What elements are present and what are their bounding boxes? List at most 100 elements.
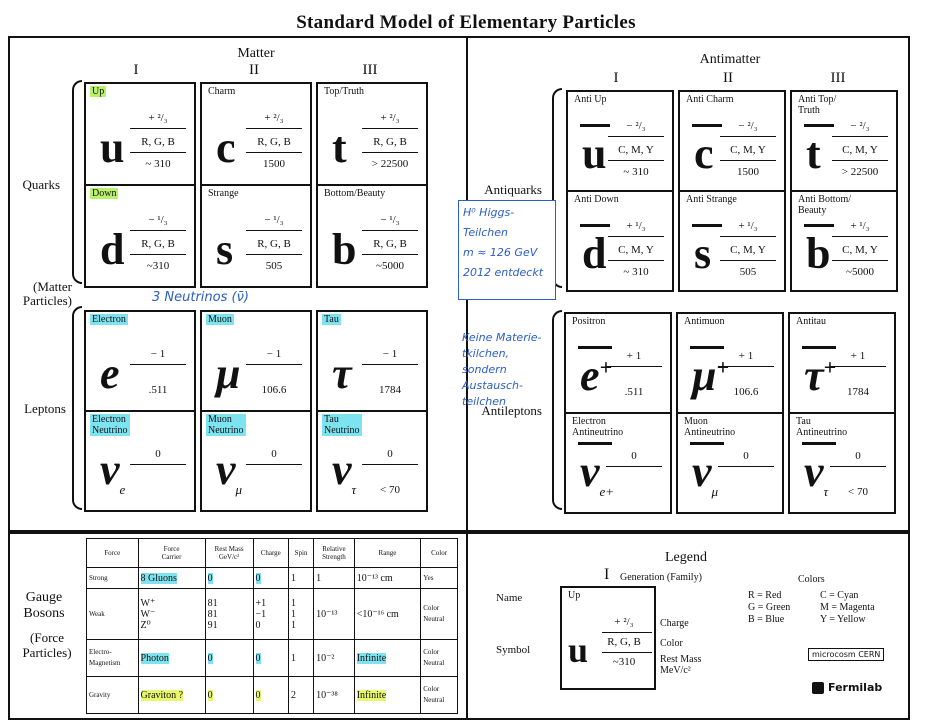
- particle-charge: + ²/₃: [264, 112, 284, 124]
- gauge-cell: Electro- Magnetism: [86, 639, 139, 677]
- antileptons-brace: [552, 310, 562, 510]
- gauge-cell: 10⁻²: [313, 639, 355, 677]
- particle-charge: + ²/₃: [148, 112, 168, 124]
- divider-line: [130, 128, 186, 129]
- handwritten-higgs-box: H⁰ Higgs- Teilchen m ≈ 126 GeV 2012 entd…: [458, 200, 556, 300]
- divider-line: [246, 152, 302, 153]
- divider-line: [362, 364, 418, 365]
- gauge-cell: 10⁻³⁸: [313, 676, 355, 714]
- particle-symbol: τ: [332, 349, 352, 398]
- particle-symbol: t: [332, 123, 347, 172]
- antiparticle-bar: [802, 346, 836, 349]
- divider-line: [720, 236, 776, 237]
- gauge-header-cell: Charge: [252, 538, 289, 568]
- divider-line: [362, 152, 418, 153]
- gauge-cell: W⁺ W⁻ Z⁰: [137, 588, 206, 640]
- gauge-header-cell: Range: [353, 538, 422, 568]
- particle-name: Top/Truth: [324, 86, 365, 97]
- particle-mass: < 70: [848, 486, 868, 498]
- particle-symbol: t: [804, 124, 834, 176]
- particle-mass: 505: [739, 266, 757, 278]
- gauge-cell: 1: [287, 639, 315, 677]
- gauge-cell: 0: [252, 676, 289, 714]
- particle-mass: 1500: [263, 158, 285, 170]
- gauge-cell: 0: [252, 567, 289, 589]
- particle-charge: + 1: [626, 350, 642, 362]
- gauge-cell: 0: [204, 639, 254, 677]
- color-r: R = Red: [748, 590, 782, 601]
- gauge-cell: Strong: [86, 567, 139, 589]
- divider-line: [130, 152, 186, 153]
- matter-gen-2: II: [249, 62, 259, 78]
- particle-symbol: s: [216, 225, 234, 274]
- particle-name: Muon: [206, 314, 234, 325]
- quarks-label: Quarks: [22, 177, 60, 192]
- particle-symbol: τ+: [802, 346, 836, 398]
- divider-line: [830, 366, 886, 367]
- legend-color-label: Color: [660, 638, 683, 649]
- particle-charge: + ¹/₃: [738, 220, 758, 232]
- particle-color: C, M, Y: [730, 144, 766, 156]
- particle-mass: > 22500: [371, 158, 409, 170]
- particle-symbol: s: [692, 224, 722, 276]
- particle-charge: 0: [855, 450, 861, 462]
- gauge-cell: 8 Gluons: [137, 567, 206, 589]
- particle-name: Antitau: [796, 316, 826, 327]
- particle-symbol: μ+: [690, 346, 729, 398]
- particle-charge: − 1: [266, 348, 282, 360]
- legend-sample-symbol: u: [568, 630, 589, 670]
- particle-charge: 0: [155, 448, 161, 460]
- color-c: C = Cyan: [820, 590, 859, 601]
- particle-charge: − ¹/₃: [148, 214, 168, 226]
- divider-line: [606, 366, 662, 367]
- gauge-cell: 10⁻¹³ cm: [353, 567, 422, 589]
- divider-line: [130, 230, 186, 231]
- antimatter-header: Antimatter: [699, 52, 761, 67]
- particle-symbol: νe+: [578, 442, 614, 498]
- legend-panel: [464, 530, 910, 720]
- gauge-cell: Yes: [420, 567, 458, 589]
- particle-mass: ~5000: [376, 260, 404, 272]
- gauge-cell: 1: [287, 567, 315, 589]
- divider-line: [362, 128, 418, 129]
- particle-name: Anti Top/ Truth: [798, 94, 837, 116]
- particle-name: Tau Neutrino: [322, 414, 362, 436]
- gauge-cell: Color Neutral: [420, 639, 458, 677]
- particle-mass: 1500: [737, 166, 759, 178]
- particle-name: Up: [90, 86, 107, 97]
- antiparticle-bar: [580, 124, 610, 127]
- legend-gen-label: Generation (Family): [620, 572, 702, 583]
- matter-gen-3: III: [362, 62, 378, 78]
- particle-name: Electron: [90, 314, 128, 325]
- gauge-cell: 2: [287, 676, 315, 714]
- particle-symbol: d: [100, 225, 125, 274]
- particle-name: Charm: [208, 86, 236, 97]
- antimatter-gen-1: I: [613, 70, 619, 86]
- particle-symbol: c: [216, 123, 236, 172]
- color-m: M = Magenta: [820, 602, 875, 613]
- legend-sample-name: Up: [568, 590, 581, 601]
- leptons-brace: [72, 306, 82, 510]
- gauge-header-cell: Relative Strength: [313, 538, 355, 568]
- legend-sample-cell: Up u + ²/₃ R, G, B ~310: [560, 586, 656, 690]
- particle-name: Anti Down: [574, 194, 619, 205]
- divider-line: [720, 136, 776, 137]
- antiparticle-bar: [578, 346, 612, 349]
- particle-charge: + ¹/₃: [850, 220, 870, 232]
- particle-color: R, G, B: [373, 136, 407, 148]
- particle-charge: 0: [271, 448, 277, 460]
- page-title: Standard Model of Elementary Particles: [296, 12, 636, 33]
- gauge-cell: 81 81 91: [204, 588, 254, 640]
- particle-mass: 1784: [379, 384, 401, 396]
- legend-title: Legend: [665, 550, 707, 565]
